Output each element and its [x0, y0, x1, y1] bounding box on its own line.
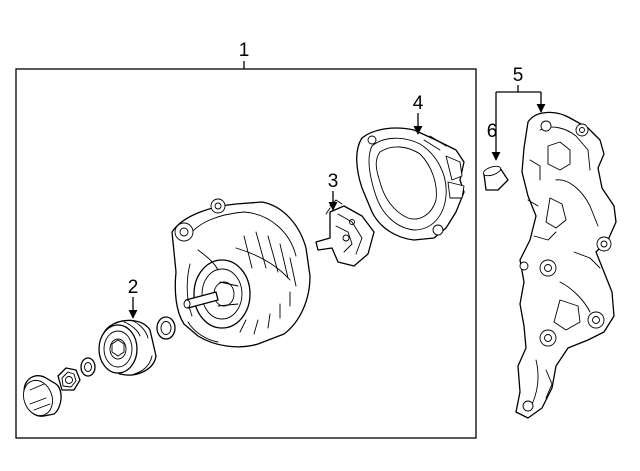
- part-rear-cover[interactable]: [356, 127, 465, 241]
- callout-2[interactable]: 2: [128, 277, 139, 319]
- part-small-washer[interactable]: [80, 357, 96, 377]
- part-plug[interactable]: [482, 164, 509, 191]
- callout-3[interactable]: 3: [328, 171, 339, 211]
- assembly-frame: [15, 68, 477, 439]
- callout-1[interactable]: 1: [239, 40, 250, 69]
- callout-3-label: 3: [328, 171, 339, 192]
- part-hex-nut[interactable]: [57, 367, 81, 391]
- part-end-cap[interactable]: [19, 375, 62, 420]
- callout-1-label: 1: [239, 40, 250, 61]
- callout-4[interactable]: 4: [413, 93, 424, 135]
- part-alternator-housing[interactable]: [171, 198, 311, 348]
- part-washer[interactable]: [156, 316, 176, 340]
- callout-6-label: 6: [487, 121, 498, 142]
- part-voltage-regulator[interactable]: [315, 199, 375, 267]
- part-mounting-bracket[interactable]: [515, 111, 617, 419]
- callout-2-label: 2: [128, 277, 139, 298]
- callout-6[interactable]: 6: [487, 121, 498, 142]
- callout-5-label: 5: [513, 65, 524, 86]
- part-pulley[interactable]: [98, 319, 157, 376]
- callout-4-label: 4: [413, 93, 424, 114]
- callout-5[interactable]: 5: [491, 65, 546, 161]
